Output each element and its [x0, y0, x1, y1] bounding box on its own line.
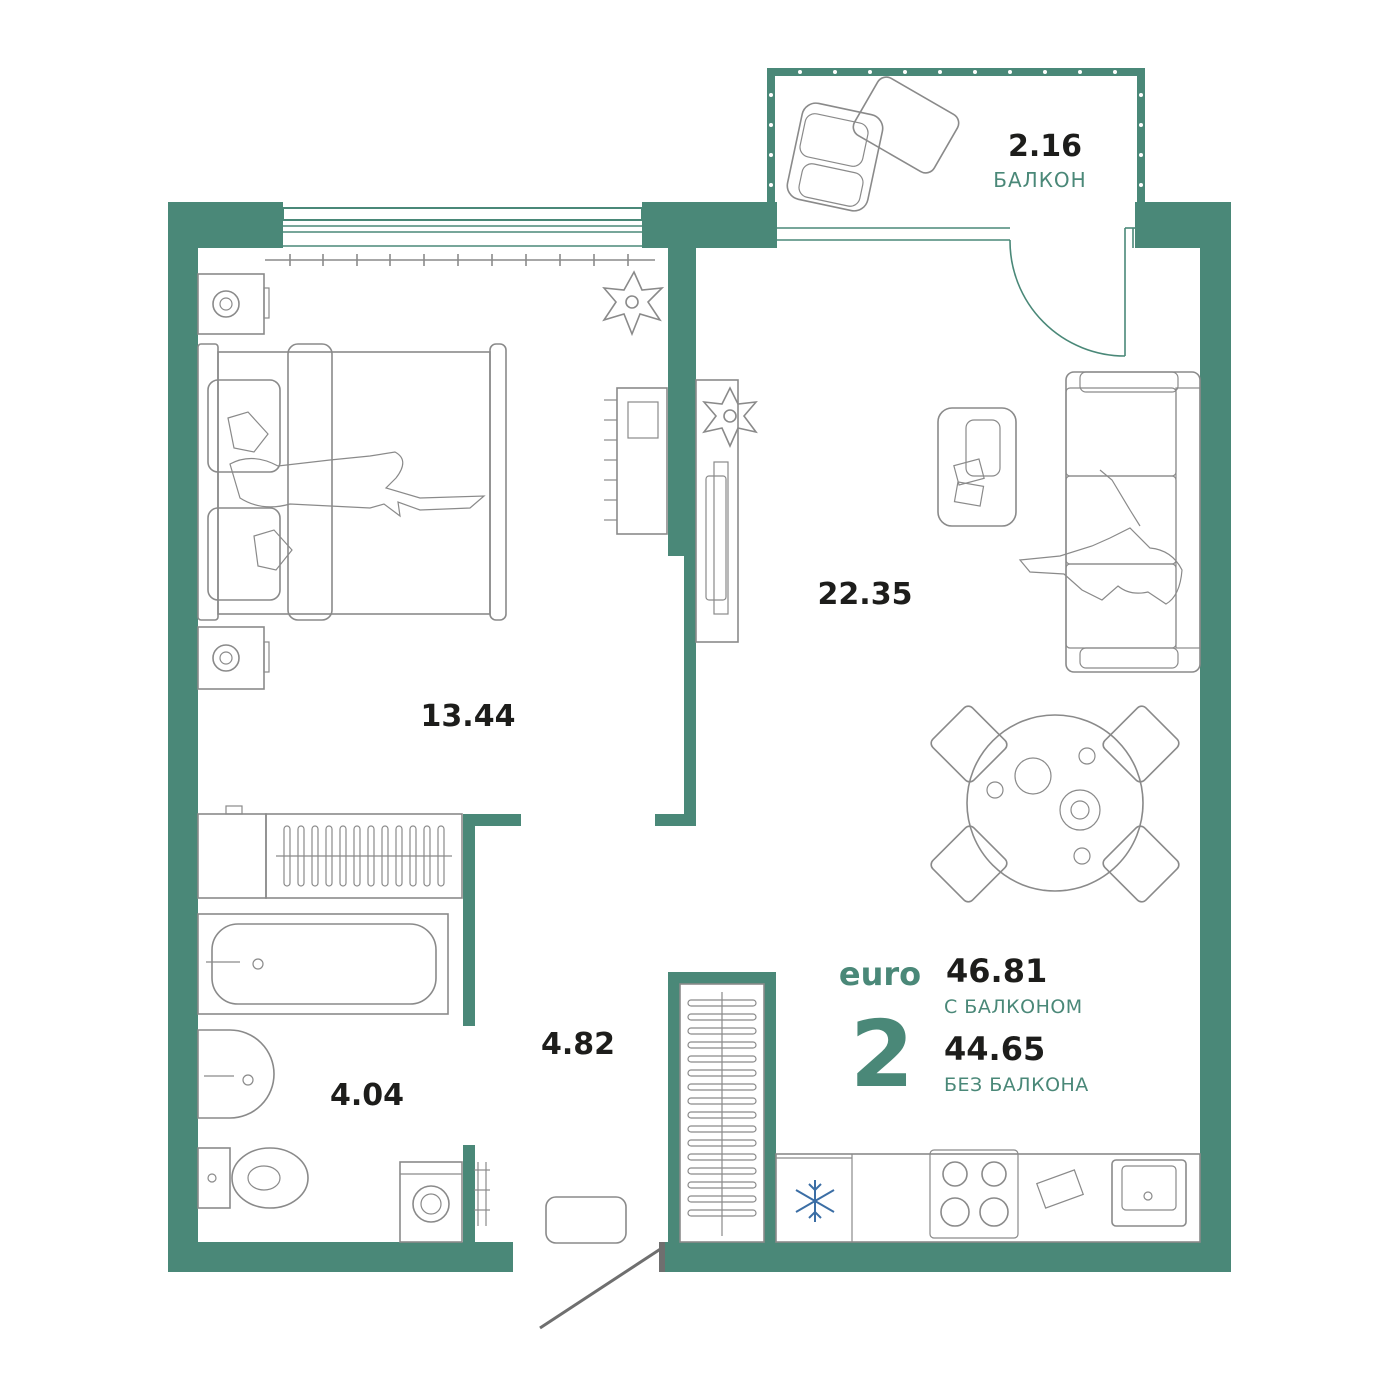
- bedroom-window: [282, 207, 643, 247]
- rooms-count: 2: [850, 1001, 914, 1108]
- nightstand-bottom: [197, 626, 270, 690]
- living-area: 22.35: [818, 577, 913, 612]
- wardrobe-bedroom: [197, 805, 463, 899]
- bathroom-area: 4.04: [330, 1078, 404, 1113]
- with-balcony-label: С БАЛКОНОМ: [944, 996, 1083, 1018]
- plant-living: [702, 386, 758, 448]
- tv-stand: [695, 379, 739, 643]
- balcony-door-frame: [777, 227, 1135, 357]
- curtain-rail: [265, 254, 655, 266]
- area-with-balcony: 46.81: [946, 952, 1047, 990]
- bedroom-area: 13.44: [421, 699, 516, 734]
- walls: [168, 68, 1231, 1272]
- wardrobe-hall: [679, 983, 765, 1243]
- desk-bedroom: [604, 387, 668, 535]
- entrance-door: [539, 1242, 665, 1330]
- without-balcony-label: БЕЗ БАЛКОНА: [944, 1074, 1089, 1096]
- hall-area: 4.82: [541, 1027, 615, 1062]
- nightstand-top: [197, 273, 270, 335]
- area-without-balcony: 44.65: [944, 1030, 1045, 1068]
- bed: [197, 343, 507, 621]
- coffee-table: [937, 407, 1017, 527]
- balcony-area: 2.16: [1008, 129, 1082, 164]
- kitchen-counter: [775, 1149, 1201, 1243]
- washing-machine: [399, 1161, 490, 1243]
- sink: [197, 1029, 275, 1119]
- toilet: [197, 1147, 309, 1209]
- dining-set: [930, 705, 1180, 903]
- doormat: [545, 1196, 627, 1244]
- sofa: [1018, 371, 1201, 673]
- snowflake-icon: [795, 1180, 835, 1222]
- euro-label: euro: [839, 955, 921, 993]
- balcony-label: БАЛКОН: [993, 168, 1086, 192]
- balcony-rail-dots: [769, 70, 1143, 187]
- bathtub: [197, 913, 449, 1015]
- plant-bedroom: [602, 270, 665, 337]
- balcony-furniture: [786, 76, 960, 212]
